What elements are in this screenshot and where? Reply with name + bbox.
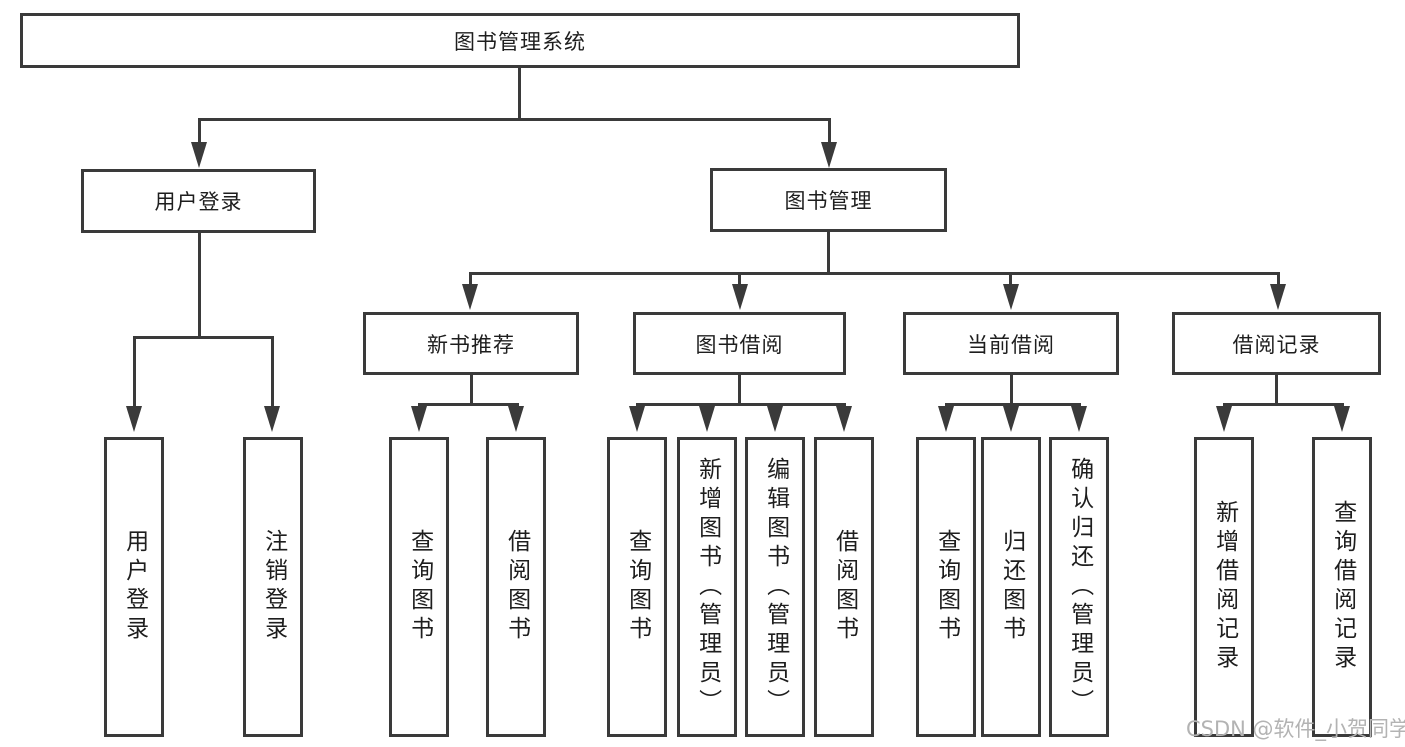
node-borrowing-records-label: 借阅记录 xyxy=(1232,332,1321,357)
node-book-management: 图书管理 xyxy=(710,168,947,232)
leaf-logout-label: 注销登录 xyxy=(260,529,287,645)
leaf-add-book-admin: 新增图书（管理员） xyxy=(677,437,737,737)
arrowhead-to-leaf-query-books-a-icon xyxy=(411,406,427,432)
connector-borrowing-records-trunk xyxy=(1275,375,1278,406)
connector-book-management-trunk xyxy=(827,232,830,275)
leaf-return-books-label: 归还图书 xyxy=(998,529,1025,645)
arrowhead-to-current-borrowing-icon xyxy=(1003,284,1019,310)
connector-stub-book-management xyxy=(828,118,831,144)
leaf-query-books-b: 查询图书 xyxy=(607,437,667,737)
leaf-user-login: 用户登录 xyxy=(104,437,164,737)
node-root-label: 图书管理系统 xyxy=(454,29,586,54)
leaf-query-borrow-record: 查询借阅记录 xyxy=(1312,437,1372,737)
leaf-borrow-books-a: 借阅图书 xyxy=(486,437,546,737)
arrowhead-to-book-borrowing-icon xyxy=(732,284,748,310)
connector-stub-borrowing-records xyxy=(1277,272,1280,286)
connector-stub-leaf-user-login xyxy=(133,336,136,408)
connector-user-login-trunk xyxy=(198,233,201,339)
arrowhead-to-leaf-borrow-books-a-icon xyxy=(508,406,524,432)
arrowhead-to-borrowing-records-icon xyxy=(1270,284,1286,310)
leaf-confirm-return-admin: 确认归还（管理员） xyxy=(1049,437,1109,737)
leaf-borrow-books-b: 借阅图书 xyxy=(814,437,874,737)
connector-stub-book-borrowing xyxy=(738,272,741,286)
leaf-add-book-admin-label: 新增图书（管理员） xyxy=(694,456,721,718)
leaf-return-books: 归还图书 xyxy=(981,437,1041,737)
arrowhead-to-leaf-query-borrow-record-icon xyxy=(1334,406,1350,432)
leaf-edit-book-admin: 编辑图书（管理员） xyxy=(745,437,805,737)
leaf-query-books-c-label: 查询图书 xyxy=(933,529,960,645)
leaf-new-borrow-record-label: 新增借阅记录 xyxy=(1211,500,1238,674)
arrowhead-to-leaf-edit-book-icon xyxy=(767,406,783,432)
arrowhead-to-leaf-borrow-books-b-icon xyxy=(836,406,852,432)
leaf-borrow-books-a-label: 借阅图书 xyxy=(503,529,530,645)
arrowhead-to-leaf-user-login-icon xyxy=(126,406,142,432)
node-user-login: 用户登录 xyxy=(81,169,316,233)
leaf-new-borrow-record: 新增借阅记录 xyxy=(1194,437,1254,737)
connector-borrowing-records-branch xyxy=(1223,403,1344,406)
leaf-query-books-a: 查询图书 xyxy=(389,437,449,737)
arrowhead-to-leaf-confirm-return-icon xyxy=(1071,406,1087,432)
node-book-borrowing-label: 图书借阅 xyxy=(695,332,784,357)
arrowhead-to-leaf-add-book-icon xyxy=(699,406,715,432)
arrowhead-to-leaf-logout-icon xyxy=(264,406,280,432)
leaf-query-books-b-label: 查询图书 xyxy=(624,529,651,645)
connector-current-borrowing-trunk xyxy=(1010,375,1013,406)
connector-book-management-branch xyxy=(469,272,1280,275)
connector-new-book-recommend-branch xyxy=(418,403,519,406)
arrowhead-to-leaf-query-books-c-icon xyxy=(938,406,954,432)
connector-root-branch xyxy=(198,118,831,121)
arrowhead-to-leaf-return-books-icon xyxy=(1003,406,1019,432)
leaf-confirm-return-admin-label: 确认归还（管理员） xyxy=(1066,456,1093,718)
arrowhead-to-book-management-icon xyxy=(821,142,837,168)
arrowhead-to-leaf-new-borrow-record-icon xyxy=(1216,406,1232,432)
connector-new-book-recommend-trunk xyxy=(470,375,473,406)
node-current-borrowing-label: 当前借阅 xyxy=(967,332,1055,357)
connector-user-login-branch xyxy=(133,336,274,339)
connector-root-trunk xyxy=(518,68,521,120)
connector-book-borrowing-trunk xyxy=(738,375,741,406)
node-current-borrowing: 当前借阅 xyxy=(903,312,1119,375)
connector-stub-new-book-recommend xyxy=(469,272,472,286)
node-book-management-label: 图书管理 xyxy=(784,189,873,213)
arrowhead-to-user-login-icon xyxy=(191,142,207,168)
connector-stub-leaf-logout xyxy=(271,336,274,408)
leaf-query-books-a-label: 查询图书 xyxy=(406,529,433,645)
connector-book-borrowing-branch xyxy=(636,403,846,406)
leaf-query-books-c: 查询图书 xyxy=(916,437,976,737)
node-borrowing-records: 借阅记录 xyxy=(1172,312,1381,375)
arrowhead-to-new-book-recommend-icon xyxy=(462,284,478,310)
connector-current-borrowing-branch xyxy=(945,403,1081,406)
leaf-logout: 注销登录 xyxy=(243,437,303,737)
connector-stub-current-borrowing xyxy=(1009,272,1012,286)
leaf-edit-book-admin-label: 编辑图书（管理员） xyxy=(762,456,789,718)
arrowhead-to-leaf-query-books-b-icon xyxy=(629,406,645,432)
node-new-book-recommend-label: 新书推荐 xyxy=(427,332,515,357)
csdn-watermark: CSDN @软件_小贺同学 xyxy=(1186,717,1405,741)
leaf-query-borrow-record-label: 查询借阅记录 xyxy=(1329,500,1356,674)
node-user-login-label: 用户登录 xyxy=(154,190,243,214)
node-root: 图书管理系统 xyxy=(20,13,1020,68)
node-new-book-recommend: 新书推荐 xyxy=(363,312,579,375)
connector-stub-user-login xyxy=(198,118,201,144)
leaf-borrow-books-b-label: 借阅图书 xyxy=(831,529,858,645)
node-book-borrowing: 图书借阅 xyxy=(633,312,846,375)
leaf-user-login-label: 用户登录 xyxy=(121,529,148,645)
